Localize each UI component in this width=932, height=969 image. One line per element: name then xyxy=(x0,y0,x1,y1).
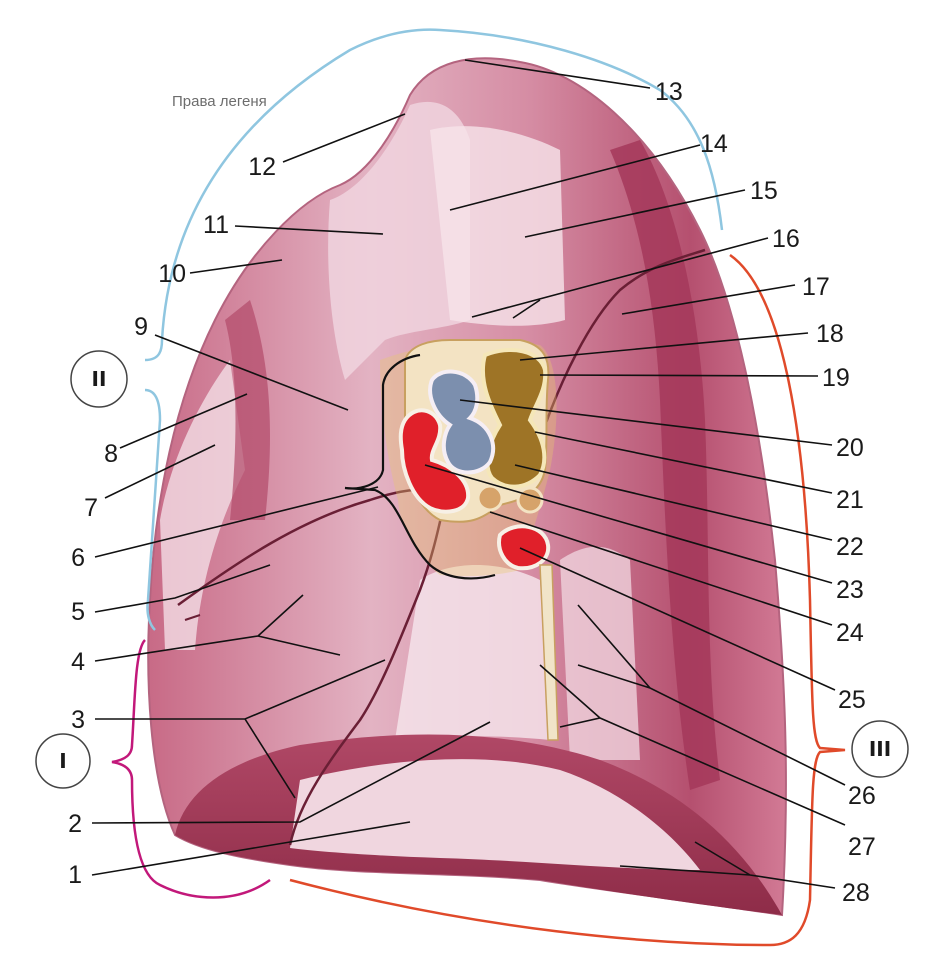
label-22: 22 xyxy=(836,533,864,561)
label-21: 21 xyxy=(836,486,864,514)
hilum xyxy=(344,339,559,741)
bracket-region-I xyxy=(111,639,271,899)
bronchus-shape xyxy=(480,348,548,489)
label-25: 25 xyxy=(838,686,866,714)
lung-body xyxy=(147,57,787,917)
pulmonary-artery-shape xyxy=(398,408,471,514)
label-17: 17 xyxy=(802,273,830,301)
label-20: 20 xyxy=(836,434,864,462)
label-14: 14 xyxy=(700,130,728,158)
label-9: 9 xyxy=(134,313,148,341)
label-19: 19 xyxy=(822,364,850,392)
label-8: 8 xyxy=(104,440,118,468)
bracket-region-II xyxy=(144,28,724,362)
region-II-label: II xyxy=(92,367,107,391)
label-5: 5 xyxy=(71,598,85,626)
label-12: 12 xyxy=(248,153,276,181)
label-28: 28 xyxy=(842,879,870,907)
label-1: 1 xyxy=(68,861,82,889)
label-13: 13 xyxy=(655,78,683,106)
inferior-vein-shape xyxy=(497,524,551,571)
label-23: 23 xyxy=(836,576,864,604)
label-4: 4 xyxy=(71,648,85,676)
label-26: 26 xyxy=(848,782,876,810)
label-2: 2 xyxy=(68,810,82,838)
leader-lines xyxy=(91,59,846,889)
number-labels: 1 2 3 4 5 6 7 8 9 10 11 12 13 14 15 16 1… xyxy=(68,78,876,907)
region-III-label: III xyxy=(869,737,891,761)
pulmonary-vein-shape xyxy=(428,369,496,475)
label-10: 10 xyxy=(158,260,186,288)
label-7: 7 xyxy=(84,494,98,522)
label-6: 6 xyxy=(71,544,85,572)
figure-title: Права легеня xyxy=(172,93,267,110)
bracket-region-III xyxy=(289,253,846,947)
label-3: 3 xyxy=(71,706,85,734)
region-II-marker: II xyxy=(70,350,128,408)
label-15: 15 xyxy=(750,177,778,205)
region-I-marker: I xyxy=(35,733,91,789)
region-III-marker: III xyxy=(851,720,909,778)
label-11: 11 xyxy=(203,211,229,239)
label-16: 16 xyxy=(772,225,800,253)
label-27: 27 xyxy=(848,833,876,861)
label-18: 18 xyxy=(816,320,844,348)
region-I-label: I xyxy=(59,749,66,773)
label-24: 24 xyxy=(836,619,864,647)
